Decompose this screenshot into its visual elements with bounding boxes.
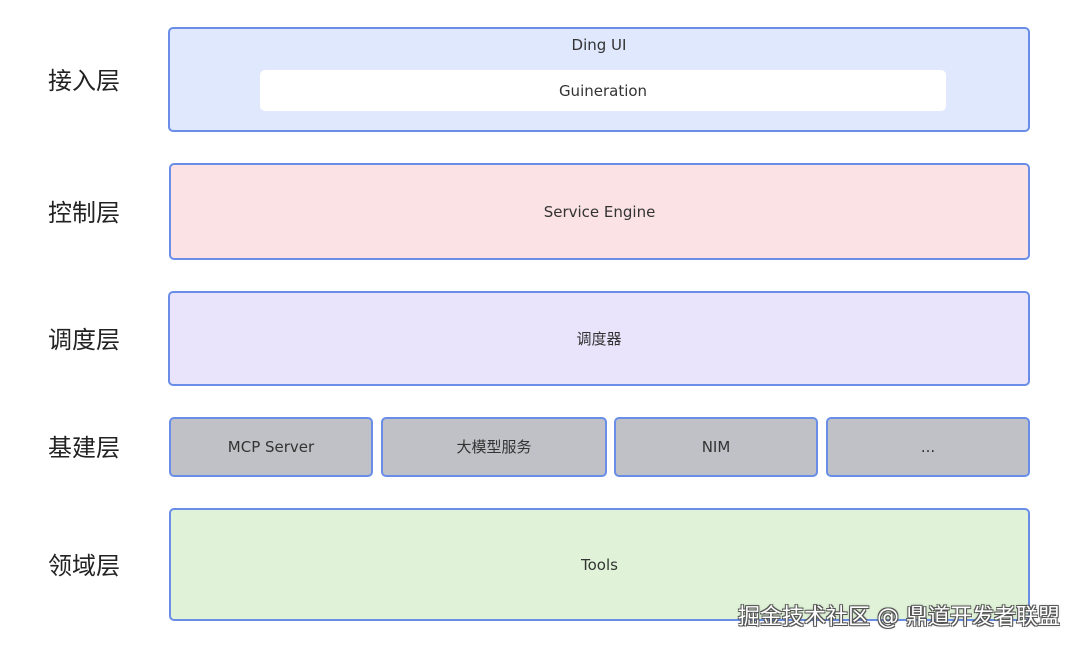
service-engine-label: Service Engine	[543, 202, 656, 221]
nim-label: NIM	[701, 438, 731, 456]
watermark-text: 掘金技术社区 @ 鼎道开发者联盟	[738, 605, 1060, 630]
access-layer-box: Ding UI Guineration	[168, 27, 1030, 132]
more-services-label: ...	[920, 438, 936, 456]
guineration-box: Guineration	[260, 70, 946, 111]
mcp-server-box: MCP Server	[169, 417, 373, 477]
tools-label: Tools	[581, 555, 618, 574]
ding-ui-title: Ding UI	[571, 36, 627, 54]
layer-label-dispatch: 调度层	[48, 326, 120, 354]
service-engine-box: Service Engine	[169, 163, 1030, 260]
guineration-label: Guineration	[558, 81, 648, 100]
layer-label-domain: 领域层	[48, 552, 120, 580]
layer-label-infrastructure: 基建层	[48, 434, 120, 462]
tools-box: Tools	[169, 508, 1030, 621]
nim-box: NIM	[614, 417, 818, 477]
llm-service-label: 大模型服务	[456, 438, 532, 456]
llm-service-box: 大模型服务	[381, 417, 607, 477]
mcp-server-label: MCP Server	[227, 438, 315, 456]
more-services-box: ...	[826, 417, 1030, 477]
layer-label-control: 控制层	[48, 199, 120, 227]
dispatcher-box: 调度器	[168, 291, 1030, 386]
layer-label-access: 接入层	[48, 67, 120, 95]
dispatcher-label: 调度器	[576, 329, 622, 348]
